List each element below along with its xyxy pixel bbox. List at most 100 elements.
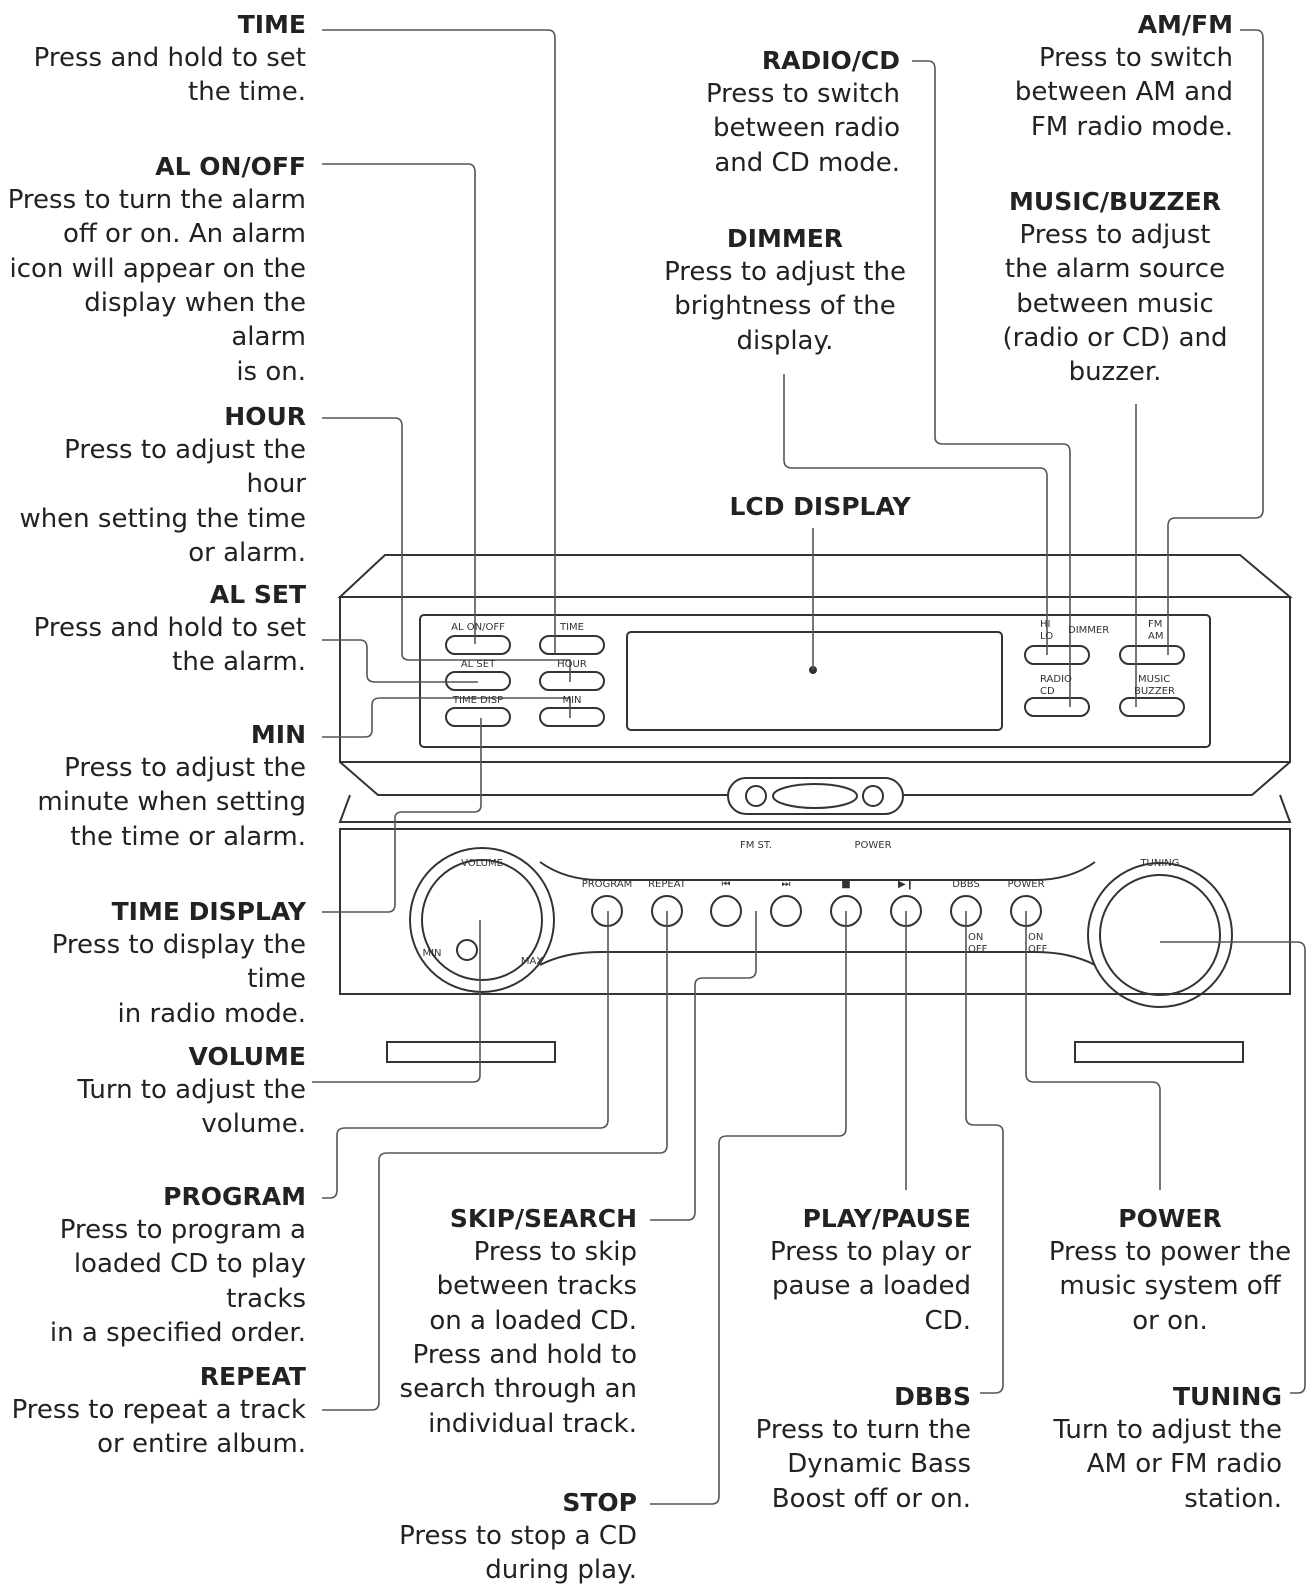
lcd-display-title: LCD DISPLAY	[729, 492, 911, 521]
control-panel	[419, 614, 1211, 748]
radio-cd-button[interactable]	[1024, 697, 1090, 717]
callout-al-onoff: AL ON/OFF Press to turn the alarm off or…	[6, 150, 306, 389]
callout-al-onoff-desc: Press to turn the alarm off or on. An al…	[7, 185, 306, 387]
callout-time: TIME Press and hold to set the time.	[6, 8, 306, 110]
leader-dimmer	[783, 374, 1048, 655]
leader-volume	[312, 920, 481, 1083]
dimmer-button[interactable]	[1024, 645, 1090, 665]
callout-dbbs: DBBS Press to turn the Dynamic Bass Boos…	[711, 1380, 971, 1516]
indicator-window	[772, 783, 858, 809]
panel-label-hi: HI	[1040, 619, 1050, 630]
panel-label-fm: FM	[1148, 619, 1162, 630]
callout-al-set-desc: Press and hold to set the alarm.	[33, 613, 306, 678]
callout-dbbs-title: DBBS	[894, 1382, 971, 1411]
leader-al-onoff	[322, 163, 476, 644]
power-led	[862, 785, 884, 807]
volume-knob[interactable]	[421, 859, 543, 981]
panel-label-play: ▶❙	[898, 879, 914, 890]
callout-time-desc: Press and hold to set the time.	[33, 43, 306, 108]
callout-power: POWER Press to power the music system of…	[1045, 1202, 1295, 1338]
callout-repeat: REPEAT Press to repeat a track or entire…	[6, 1360, 306, 1462]
leader-time-display	[322, 718, 482, 913]
callout-am-fm: AM/FM Press to switch between AM and FM …	[993, 8, 1233, 144]
callout-tuning: TUNING Turn to adjust the AM or FM radio…	[1032, 1380, 1282, 1516]
upper-unit-body	[339, 596, 1291, 763]
next-button[interactable]	[770, 895, 802, 927]
callout-program-title: PROGRAM	[163, 1182, 306, 1211]
callout-stop-title: STOP	[562, 1488, 637, 1517]
callout-radio-cd: RADIO/CD Press to switch between radio a…	[650, 44, 900, 180]
leader-time	[322, 29, 556, 653]
leader-repeat	[322, 911, 668, 1411]
indicator-housing	[727, 777, 904, 815]
panel-label-al-set: AL SET	[461, 659, 496, 670]
callout-volume: VOLUME Turn to adjust the volume.	[6, 1040, 306, 1142]
am-fm-button[interactable]	[1119, 645, 1185, 665]
panel-label-volume: VOLUME	[461, 858, 503, 869]
min-button[interactable]	[539, 707, 605, 727]
lcd-screen	[626, 631, 1003, 731]
panel-label-radio: RADIO	[1040, 674, 1072, 685]
tuning-knob[interactable]	[1099, 874, 1221, 996]
callout-music-buzzer-desc: Press to adjust the alarm source between…	[1002, 220, 1228, 388]
callout-play-pause: PLAY/PAUSE Press to play or pause a load…	[741, 1202, 971, 1338]
hour-button[interactable]	[539, 671, 605, 691]
callout-program-desc: Press to program a loaded CD to play tra…	[49, 1215, 306, 1348]
panel-label-vol-max: MAX	[521, 956, 543, 967]
music-buzzer-button[interactable]	[1119, 697, 1185, 717]
callout-skip-search: SKIP/SEARCH Press to skip between tracks…	[377, 1202, 637, 1441]
callout-volume-desc: Turn to adjust the volume.	[77, 1075, 306, 1140]
callout-am-fm-title: AM/FM	[1137, 10, 1233, 39]
callout-dimmer-title: DIMMER	[726, 224, 844, 253]
time-disp-button[interactable]	[445, 707, 511, 727]
leader-al-set	[322, 639, 478, 683]
callout-dbbs-desc: Press to turn the Dynamic Bass Boost off…	[755, 1415, 971, 1514]
panel-label-dbbs-on: ON	[968, 932, 983, 943]
callout-music-buzzer: MUSIC/BUZZER Press to adjust the alarm s…	[1000, 185, 1230, 390]
leader-skip-search	[650, 911, 757, 1221]
leader-stop	[650, 911, 847, 1505]
headphone-jack[interactable]	[456, 939, 478, 961]
panel-label-power-off: OFF	[1028, 944, 1048, 955]
panel-label-dbbs-off: OFF	[968, 944, 988, 955]
callout-program: PROGRAM Press to program a loaded CD to …	[1, 1180, 306, 1350]
callout-tuning-desc: Turn to adjust the AM or FM radio statio…	[1053, 1415, 1282, 1514]
panel-label-min: MIN	[562, 695, 581, 706]
callout-time-display-desc: Press to display the time in radio mode.	[51, 930, 306, 1029]
callout-power-desc: Press to power the music system off or o…	[1048, 1237, 1292, 1336]
callout-hour: HOUR Press to adjust the hour when setti…	[1, 400, 306, 570]
program-button[interactable]	[591, 895, 623, 927]
panel-label-power-on: ON	[1028, 932, 1043, 943]
time-button[interactable]	[539, 635, 605, 655]
al-onoff-button[interactable]	[445, 635, 511, 655]
panel-label-buzzer: BUZZER	[1134, 686, 1175, 697]
panel-label-al-onoff: AL ON/OFF	[451, 622, 505, 633]
panel-label-vol-min: MIN	[422, 948, 441, 959]
callout-power-title: POWER	[1118, 1204, 1222, 1233]
leader-am-fm	[1167, 29, 1264, 655]
panel-label-cd: CD	[1040, 686, 1055, 697]
tuning-knob-ring	[1087, 862, 1233, 1008]
al-set-button[interactable]	[445, 671, 511, 691]
callout-hour-title: HOUR	[224, 402, 306, 431]
fm-st-led	[745, 785, 767, 807]
panel-label-power-led: POWER	[854, 840, 891, 851]
callout-al-onoff-title: AL ON/OFF	[155, 152, 306, 181]
panel-label-power: POWER	[1007, 879, 1044, 890]
prev-button[interactable]	[710, 895, 742, 927]
panel-label-time-disp: TIME DISP	[452, 695, 503, 706]
panel-label-hour: HOUR	[557, 659, 587, 670]
leader-tuning	[1160, 941, 1306, 1394]
leader-min	[322, 697, 571, 738]
panel-label-repeat: REPEAT	[648, 879, 687, 890]
callout-min: MIN Press to adjust the minute when sett…	[6, 718, 306, 854]
callout-radio-cd-title: RADIO/CD	[761, 46, 900, 75]
callout-dimmer: DIMMER Press to adjust the brightness of…	[655, 222, 915, 358]
panel-label-am: AM	[1148, 631, 1163, 642]
callout-volume-title: VOLUME	[188, 1042, 306, 1071]
callout-hour-desc: Press to adjust the hour when setting th…	[19, 435, 306, 568]
leader-program	[322, 911, 609, 1199]
callout-al-set-title: AL SET	[209, 580, 306, 609]
callout-repeat-desc: Press to repeat a track or entire album.	[11, 1395, 306, 1460]
